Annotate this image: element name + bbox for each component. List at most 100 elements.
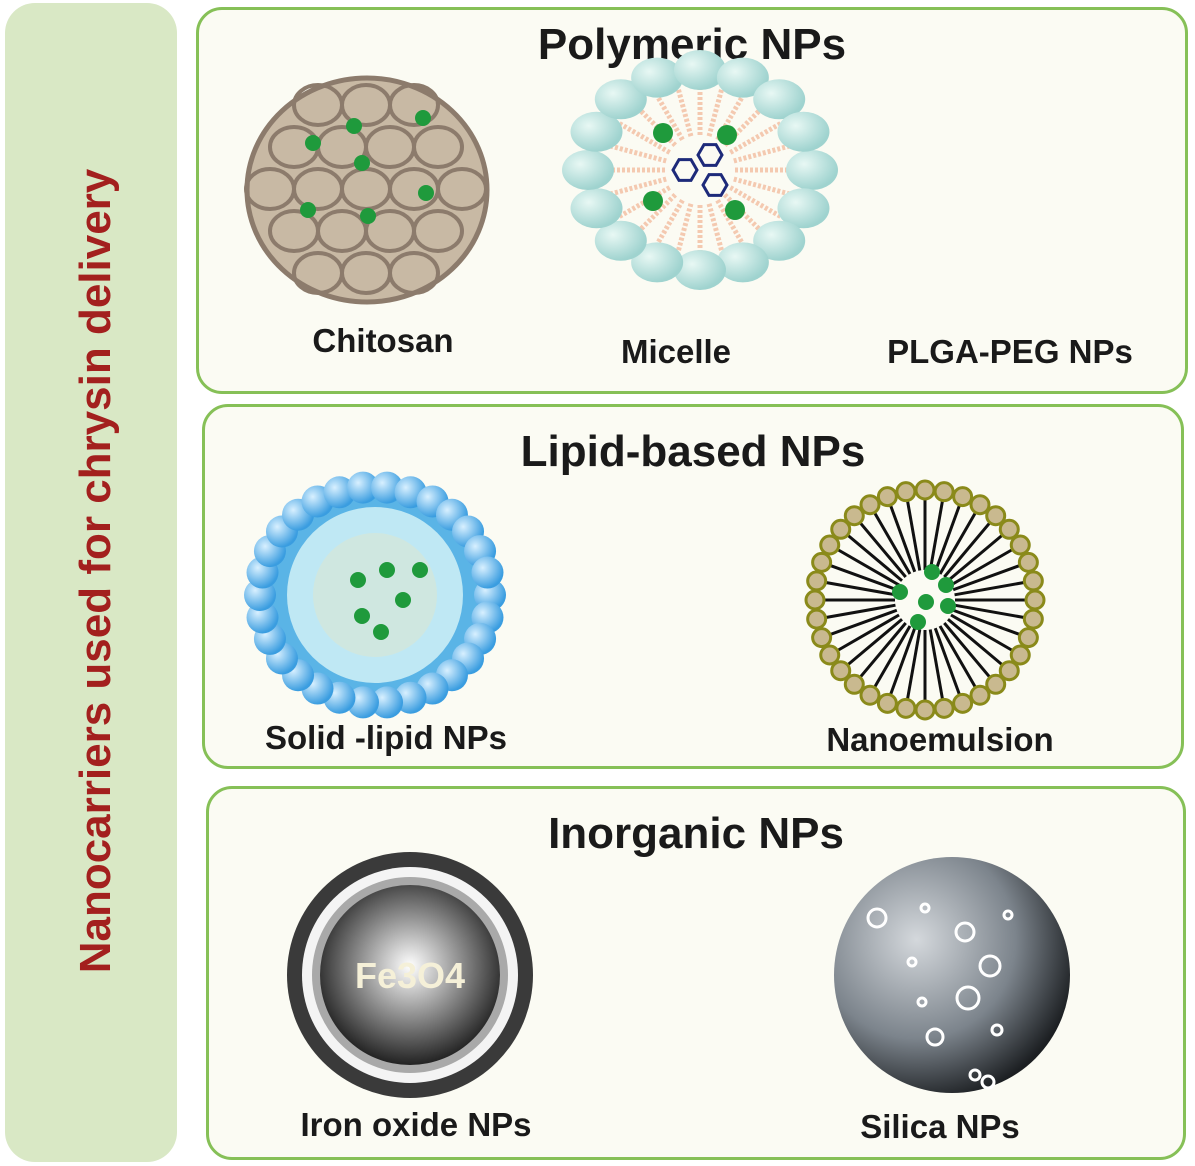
drug-dot <box>910 614 926 630</box>
drug-dot <box>346 118 362 134</box>
lipid-head <box>371 686 404 719</box>
drug-dot <box>379 562 395 578</box>
drug-dot <box>350 572 366 588</box>
drug-molecule <box>696 143 724 167</box>
label-plga-peg: PLGA-PEG NPs <box>887 333 1133 370</box>
lipid-head <box>471 556 504 589</box>
silica-particle <box>834 857 1070 1093</box>
pore <box>980 1074 996 1090</box>
surfactant-tail <box>952 562 1025 592</box>
panel-title: Lipid-based NPs <box>520 427 866 476</box>
nanoemulsion-particle <box>804 479 1046 721</box>
polymer-head <box>674 50 726 90</box>
polymer-tail <box>607 176 667 198</box>
surfactant-head <box>952 692 974 714</box>
surfactant-tail <box>938 625 979 692</box>
surfactant-tail <box>950 613 1017 654</box>
polymer-head <box>753 220 806 261</box>
label-nanoemulsion: Nanoemulsion <box>826 721 1054 758</box>
label-micelle: Micelle <box>620 333 732 370</box>
surfactant-head <box>969 684 991 706</box>
surfactant-head <box>985 673 1007 695</box>
polymer-head <box>753 79 806 120</box>
surfactant-tail <box>871 625 912 692</box>
mesh-cell <box>412 209 464 253</box>
drug-molecule <box>671 158 699 182</box>
surfactant-head <box>1024 589 1046 611</box>
drug-dot <box>940 598 956 614</box>
iron-oxide-particle: Fe3O4 <box>287 852 533 1098</box>
polymer-head <box>594 79 647 120</box>
drug-dot <box>643 191 663 211</box>
drug-molecule <box>701 173 729 197</box>
surfactant-head <box>895 481 917 503</box>
surfactant-head <box>895 697 917 719</box>
polymer-tail <box>729 185 784 220</box>
polymer-head <box>716 57 769 98</box>
surfactant-head <box>819 644 841 666</box>
polymer-tail <box>729 120 784 155</box>
chitosan-particle <box>244 75 490 305</box>
drug-dot <box>653 123 673 143</box>
pore <box>1002 909 1014 921</box>
surfactant-head <box>985 505 1007 527</box>
mesh-cell <box>388 251 440 295</box>
surfactant-head <box>933 697 955 719</box>
polymer-head <box>562 150 614 190</box>
surfactant-tail <box>928 629 945 704</box>
surfactant-head <box>843 505 865 527</box>
surfactant-head <box>998 660 1020 682</box>
fe3o4-label: Fe3O4 <box>355 955 465 996</box>
drug-dot <box>892 584 908 600</box>
surfactant-tail <box>887 500 917 573</box>
polymer-head <box>631 242 684 283</box>
polymer-head <box>631 57 684 98</box>
drug-dot <box>395 592 411 608</box>
mesh-cell <box>412 125 464 169</box>
surfactant-head <box>804 589 826 611</box>
surfactant-head <box>843 673 865 695</box>
drug-dot <box>938 577 954 593</box>
polymer-head <box>777 111 830 152</box>
panel-title: Inorganic NPs <box>548 809 844 858</box>
drug-dot <box>354 155 370 171</box>
label-silica: Silica NPs <box>860 1108 1020 1145</box>
surfactant-tail <box>887 627 917 700</box>
surfactant-head <box>1017 551 1039 573</box>
surfactant-head <box>806 570 828 592</box>
surfactant-tail <box>947 618 1007 669</box>
surfactant-tail <box>952 608 1025 638</box>
surfactant-tail <box>825 562 898 592</box>
polymer-head <box>786 150 838 190</box>
surfactant-tail <box>954 580 1029 597</box>
surfactant-tail <box>821 580 896 597</box>
drug-dot <box>412 562 428 578</box>
surfactant-tail <box>833 546 900 587</box>
surfactant-head <box>914 699 936 721</box>
surfactant-head <box>819 534 841 556</box>
polymer-tail <box>607 142 667 164</box>
polymer-tail <box>733 142 793 164</box>
polymer-tail <box>733 176 793 198</box>
pore <box>919 902 931 914</box>
pore <box>925 1027 945 1047</box>
surfactant-head <box>811 627 833 649</box>
surfactant-head <box>1022 608 1044 630</box>
surfactant-tail <box>833 613 900 654</box>
surfactant-head <box>876 486 898 508</box>
drug-dot <box>924 564 940 580</box>
surfactant-head <box>806 608 828 630</box>
polymer-tail <box>616 120 671 155</box>
solid-lipid-particle <box>244 471 506 719</box>
pore <box>906 956 918 968</box>
mesh-cell <box>388 83 440 127</box>
drug-dot <box>300 202 316 218</box>
surfactant-head <box>969 494 991 516</box>
surfactant-tail <box>856 622 907 682</box>
drug-dot <box>360 208 376 224</box>
surfactant-head <box>811 551 833 573</box>
pore <box>955 985 981 1011</box>
surfactant-tail <box>821 603 896 620</box>
pore <box>866 907 888 929</box>
drug-dot <box>415 110 431 126</box>
